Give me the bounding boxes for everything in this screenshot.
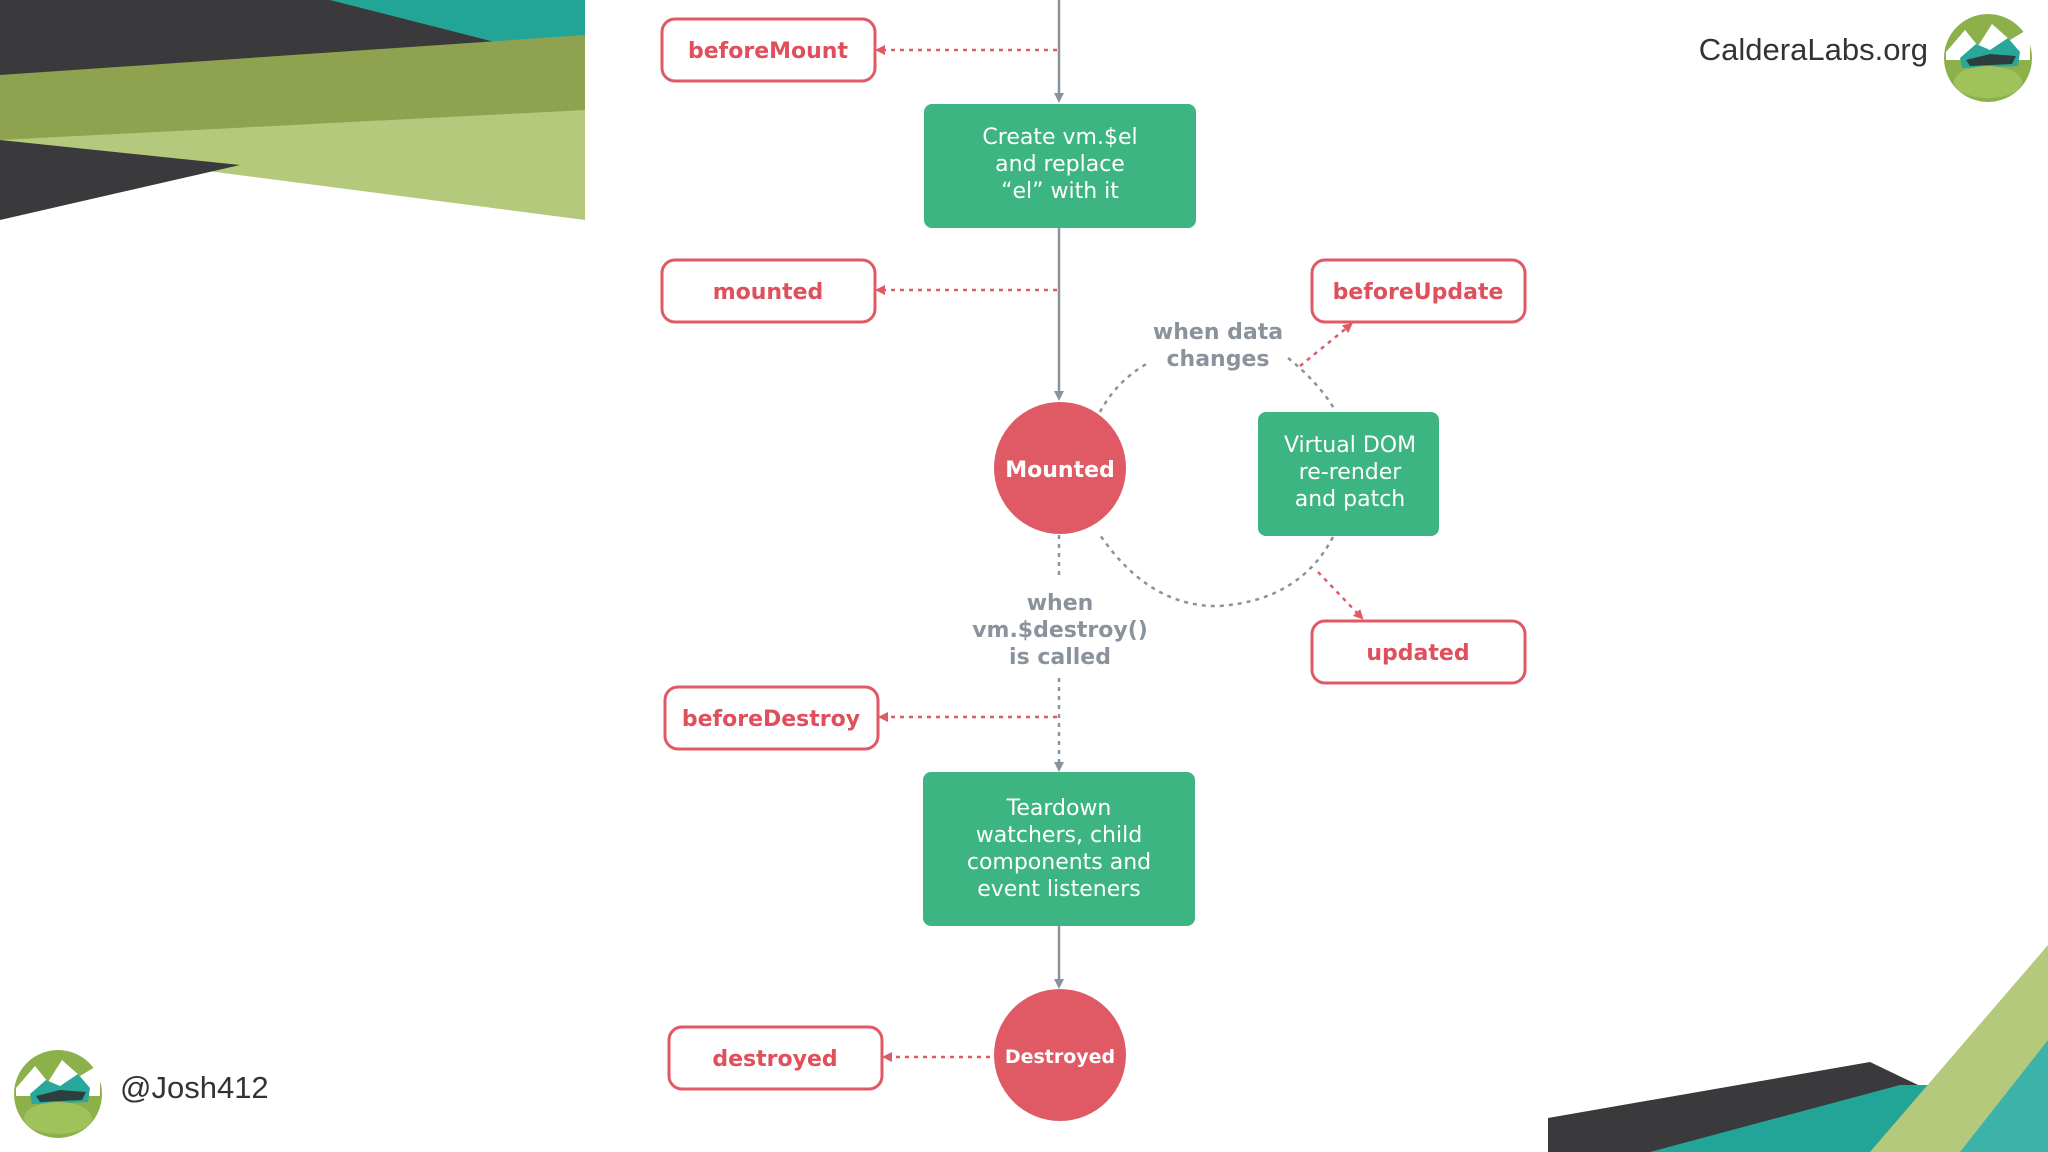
step-create-el-line-2: and replace: [995, 152, 1125, 177]
avatar-logo-icon: [14, 1050, 102, 1138]
hook-mounted-label: mounted: [713, 280, 824, 305]
update-cycle-arc-bottom: [1098, 534, 1335, 608]
step-create-el-line-1: Create vm.$el: [982, 125, 1137, 150]
hook-before-destroy: beforeDestroy: [663, 685, 880, 751]
step-teardown-line-2: watchers, child: [976, 823, 1142, 848]
condition-data-changes-line-1: when data: [1153, 320, 1283, 345]
state-mounted: Mounted: [994, 402, 1126, 534]
condition-destroy-called: when vm.$destroy() is called: [972, 591, 1148, 670]
update-cycle-arc-out: [1098, 360, 1151, 413]
state-destroyed: Destroyed: [994, 989, 1126, 1121]
condition-data-changes: when data changes: [1153, 320, 1283, 372]
update-cycle-arc-top: [1287, 357, 1337, 411]
hook-before-mount-label: beforeMount: [688, 39, 848, 64]
step-teardown: Teardown watchers, child components and …: [923, 772, 1195, 926]
step-teardown-line-3: components and: [967, 850, 1151, 875]
condition-destroy-called-line-1: when: [1027, 591, 1094, 616]
step-teardown-line-4: event listeners: [977, 877, 1141, 902]
hook-connector-before-update: [1299, 322, 1353, 367]
step-virtual-dom-line-2: re-render: [1299, 460, 1403, 485]
hook-destroyed-label: destroyed: [712, 1047, 837, 1072]
step-create-el-line-3: “el” with it: [1001, 179, 1119, 204]
step-virtual-dom: Virtual DOM re-render and patch: [1258, 412, 1439, 536]
bottom-right-decoration: [1548, 945, 2048, 1152]
caldera-logo-icon: [1944, 14, 2032, 102]
hook-connector-updated: [1317, 571, 1364, 620]
step-virtual-dom-line-1: Virtual DOM: [1284, 433, 1416, 458]
condition-destroy-called-line-3: is called: [1009, 645, 1111, 670]
hook-mounted: mounted: [660, 258, 877, 324]
hook-before-mount: beforeMount: [660, 17, 877, 83]
top-left-decoration: [0, 0, 585, 220]
step-virtual-dom-line-3: and patch: [1295, 487, 1406, 512]
step-create-el: Create vm.$el and replace “el” with it: [924, 104, 1196, 228]
hook-updated: updated: [1310, 619, 1527, 685]
hook-before-update: beforeUpdate: [1310, 258, 1527, 324]
step-teardown-line-1: Teardown: [1006, 796, 1112, 821]
hook-before-update-label: beforeUpdate: [1333, 280, 1504, 305]
state-destroyed-label: Destroyed: [1005, 1046, 1115, 1068]
twitter-handle-label: @Josh412: [120, 1070, 269, 1105]
hook-before-destroy-label: beforeDestroy: [682, 707, 860, 732]
condition-data-changes-line-2: changes: [1167, 347, 1270, 372]
condition-destroy-called-line-2: vm.$destroy(): [972, 618, 1148, 643]
hook-updated-label: updated: [1366, 641, 1469, 666]
state-mounted-label: Mounted: [1005, 458, 1115, 483]
hook-destroyed: destroyed: [667, 1025, 884, 1091]
site-brand-label: CalderaLabs.org: [1698, 32, 1928, 67]
